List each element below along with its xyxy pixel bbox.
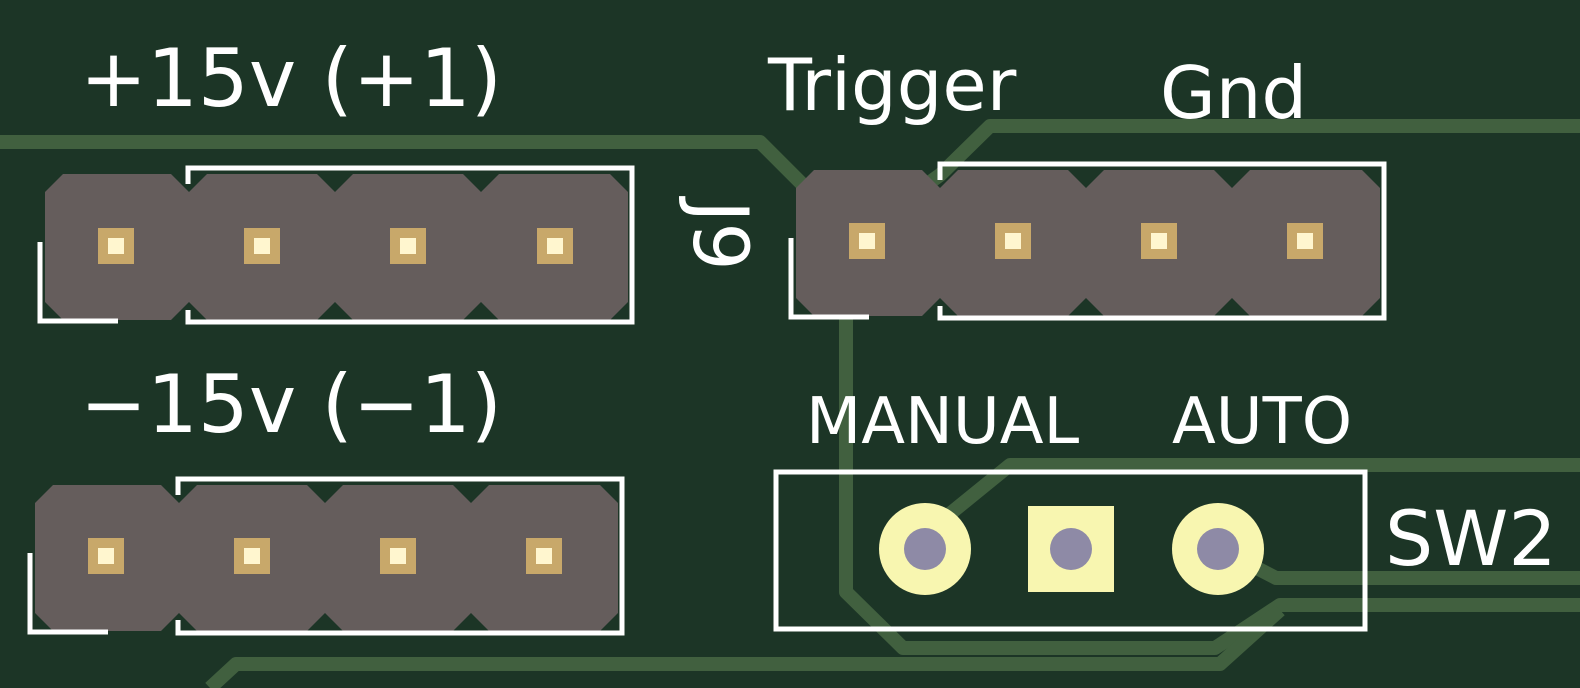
trigger-label: Trigger: [767, 43, 1017, 127]
header-body: [35, 485, 618, 631]
pad-1-core: [859, 233, 875, 249]
auto-label: AUTO: [1172, 385, 1352, 459]
header-outline: [788, 161, 1387, 321]
header-body: [796, 170, 1380, 316]
gnd-label: Gnd: [1160, 51, 1307, 135]
manual-label: MANUAL: [806, 385, 1080, 459]
pad-1-core: [108, 238, 124, 254]
trace-bottom: [205, 604, 1285, 688]
pad-4-core: [1297, 233, 1313, 249]
sw2-reference: SW2: [1385, 494, 1557, 583]
neg-supply-header: [27, 476, 625, 636]
switch-outline: [773, 469, 1368, 632]
header-outline: [27, 476, 625, 636]
j9-header: [788, 161, 1387, 321]
pos-supply-header: [37, 165, 635, 325]
trace-switch-common: [925, 458, 1580, 536]
pad-auto-hole: [1197, 528, 1239, 570]
pad-3-core: [1151, 233, 1167, 249]
header-outline: [37, 165, 635, 325]
pos-supply-label: +15v (+1): [80, 32, 502, 125]
pad-1-core: [98, 548, 114, 564]
pad-2-core: [1005, 233, 1021, 249]
pad-manual-hole: [904, 528, 946, 570]
pad-4-core: [547, 238, 563, 254]
neg-supply-label: −15v (−1): [80, 358, 502, 451]
pad-4-core: [536, 548, 552, 564]
header-body: [45, 174, 628, 320]
sw2-switch: [773, 469, 1368, 632]
pad-3-core: [390, 548, 406, 564]
pad-3-core: [400, 238, 416, 254]
pad-common-hole: [1050, 528, 1092, 570]
pad-2-core: [254, 238, 270, 254]
trace-manual-loop: [839, 312, 1580, 655]
pad-2-core: [244, 548, 260, 564]
j9-reference: J9: [676, 196, 765, 271]
